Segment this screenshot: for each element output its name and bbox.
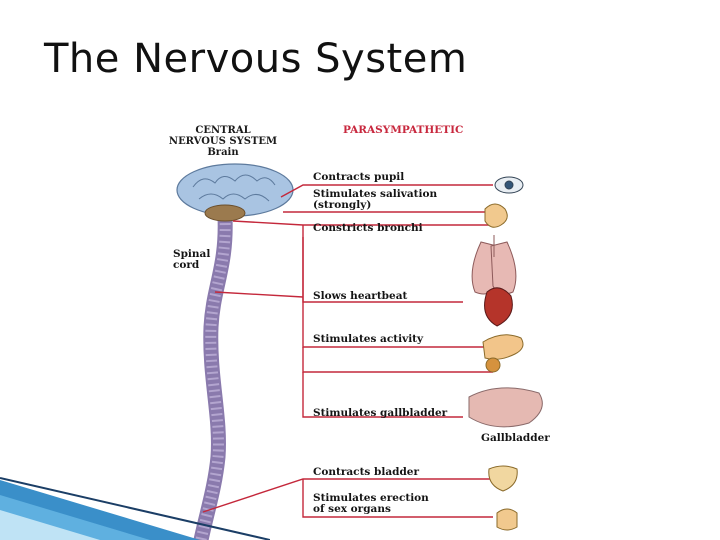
organ-lungs [471, 235, 517, 295]
effect-label: Contracts bladder [313, 466, 420, 478]
organ-genitals [496, 508, 518, 531]
corner-accent [0, 477, 270, 540]
organ-liver [468, 387, 543, 428]
effect-label: Slows heartbeat [313, 290, 408, 302]
effect-label: Stimulates erection of sex organs [313, 493, 429, 515]
diagram-artwork [176, 163, 543, 540]
organ-bladder [488, 465, 518, 492]
organ-caption-gallbladder: Gallbladder [481, 432, 550, 444]
effect-label: Stimulates gallbladder [313, 407, 448, 419]
effect-label: Stimulates salivation (strongly) [313, 189, 437, 211]
effect-label: Contracts pupil [313, 171, 405, 183]
effect-label-line2: of sex organs [313, 503, 391, 515]
spinal-cord-label-line2: cord [173, 259, 200, 271]
brainstem [204, 204, 246, 222]
spinal-cord-label-line1: Spinal [173, 248, 211, 260]
organ-salivary-glands [484, 203, 508, 228]
cns-header-line3: Brain [207, 147, 239, 158]
effect-label: Stimulates activity [313, 333, 424, 345]
organ-stomach [482, 334, 524, 373]
effect-label: Constricts bronchi [313, 222, 423, 234]
effect-label-line1: Stimulates salivation [313, 188, 438, 200]
spinal-cord-label: Spinal cord [173, 249, 210, 271]
organ-eye [494, 176, 524, 194]
organ-heart [484, 287, 513, 327]
nerve-lines [202, 184, 493, 518]
parasympathetic-header: PARASYMPATHETIC [343, 124, 464, 136]
effect-label-line2: (strongly) [313, 199, 372, 211]
cns-header-line1: CENTRAL [195, 125, 251, 136]
effect-label-line1: Stimulates erection [313, 492, 429, 504]
cns-header: CENTRAL NERVOUS SYSTEM Brain [163, 125, 283, 158]
parasympathetic-diagram: CENTRAL NERVOUS SYSTEM Brain PARASYMPATH… [163, 117, 560, 540]
cns-header-line2: NERVOUS SYSTEM [168, 136, 278, 147]
slide-title: The Nervous System [44, 36, 468, 82]
